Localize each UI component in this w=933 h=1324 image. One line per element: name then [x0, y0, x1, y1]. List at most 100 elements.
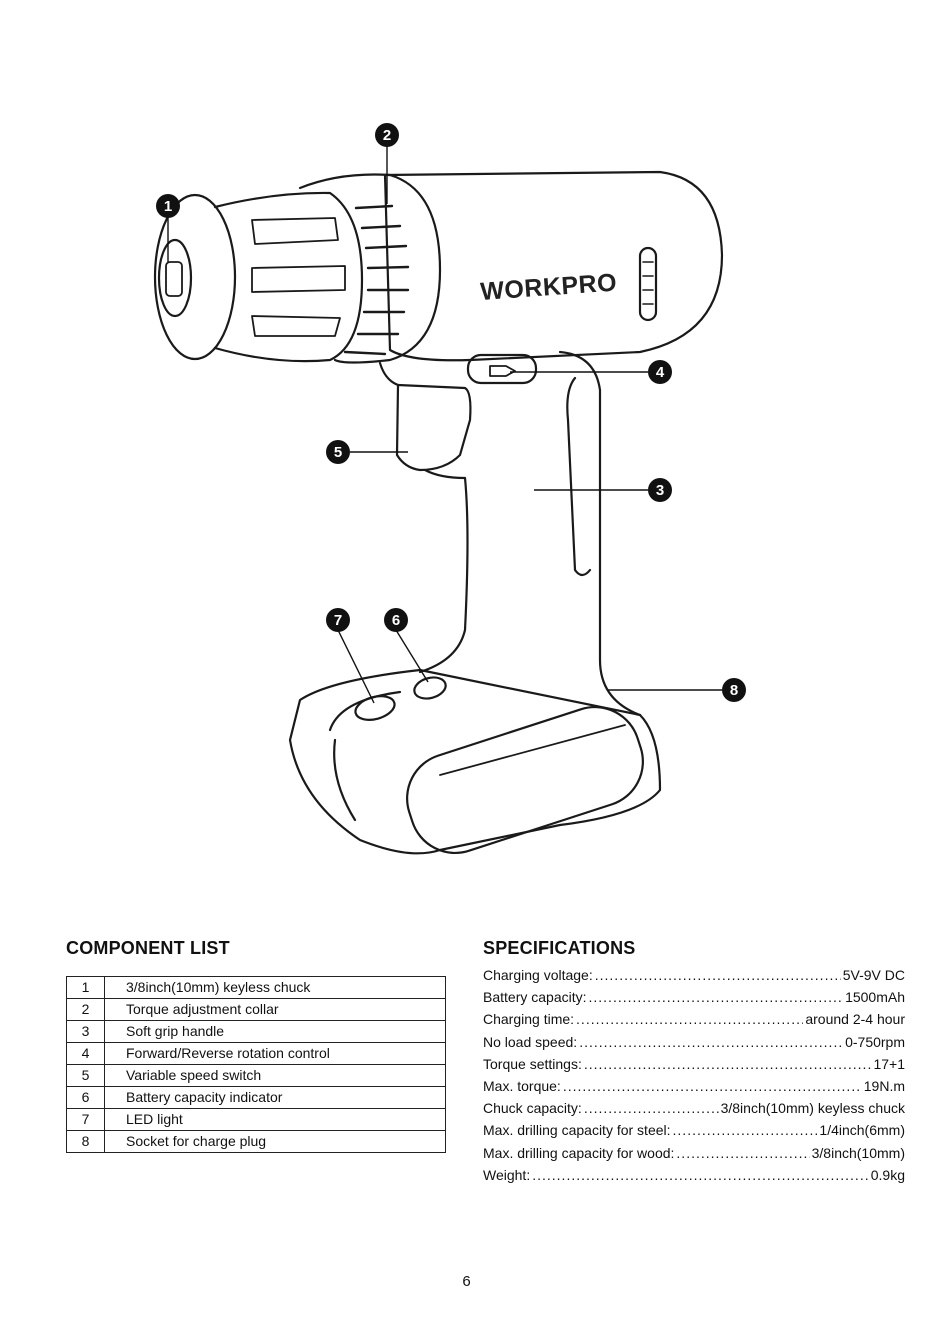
led-light: [354, 695, 396, 721]
component-label: Soft grip handle: [104, 1020, 446, 1043]
spec-item: Charging time: around 2-4 hour: [483, 1008, 905, 1030]
spec-item: Chuck capacity: 3/8inch(10mm) keyless chu…: [483, 1097, 905, 1119]
component-number: 7: [66, 1108, 105, 1131]
motor-housing: [383, 170, 724, 362]
spec-value: 0-750rpm: [845, 1033, 905, 1050]
dot-leader: [676, 1142, 809, 1164]
svg-text:7: 7: [334, 612, 342, 629]
dot-leader: [584, 1053, 872, 1075]
spec-value: 0.9kg: [870, 1166, 905, 1183]
callout-4: 4: [648, 360, 672, 384]
spec-label: Charging time:: [483, 1011, 575, 1028]
spec-label: Max. drilling capacity for steel:: [483, 1122, 671, 1139]
dot-leader: [563, 1075, 862, 1097]
spec-item: Charging voltage: 5V-9V DC: [483, 964, 905, 986]
dot-leader: [584, 1097, 719, 1119]
callout-6: 6: [384, 608, 408, 632]
component-label: Torque adjustment collar: [104, 998, 446, 1021]
specifications-title: SPECIFICATIONS: [483, 938, 636, 958]
callout-7: 7: [326, 608, 350, 632]
component-list-title: COMPONENT LIST: [66, 938, 230, 958]
spec-value: 1500mAh: [845, 989, 905, 1006]
spec-label: Max. torque:: [483, 1077, 561, 1094]
component-number: 5: [66, 1064, 105, 1087]
specifications-list: Charging voltage: 5V-9V DC Battery capacit…: [483, 964, 905, 1186]
spec-value: 17+1: [873, 1055, 905, 1072]
component-label: Battery capacity indicator: [104, 1086, 446, 1109]
spec-value: 1/4inch(6mm): [819, 1122, 905, 1139]
spec-value: 5V-9V DC: [842, 967, 905, 983]
svg-text:1: 1: [164, 198, 172, 215]
svg-text:2: 2: [383, 127, 391, 144]
spec-label: Torque settings:: [483, 1055, 582, 1072]
spec-label: Battery capacity:: [483, 989, 587, 1006]
callout-8: 8: [722, 678, 746, 702]
component-number: 2: [66, 998, 105, 1021]
grip-handle-front: [418, 476, 469, 674]
spec-item: No load speed: 0-750rpm: [483, 1031, 905, 1053]
battery-indicator: [413, 676, 447, 700]
side-vent: [638, 246, 658, 322]
callout-5: 5: [326, 440, 350, 464]
battery-base: [288, 668, 662, 855]
drill-illustration: WORKPRO 1 2 3 4 5 6 7 8: [153, 123, 746, 855]
spec-label: Max. drilling capacity for wood:: [483, 1144, 675, 1161]
brand-logo: WORKPRO: [479, 269, 617, 306]
spec-label: Charging voltage:: [483, 967, 593, 983]
svg-text:5: 5: [334, 444, 342, 461]
spec-item: Max. torque: 19N.m: [483, 1075, 905, 1097]
callout-3: 3: [648, 478, 672, 502]
page-number: 6: [462, 1273, 471, 1290]
spec-item: Torque settings: 17+1: [483, 1053, 905, 1075]
component-number: 6: [66, 1086, 105, 1109]
component-label: Forward/Reverse rotation control: [104, 1042, 446, 1065]
component-label: Variable speed switch: [104, 1064, 446, 1087]
dot-leader: [589, 986, 844, 1008]
direction-switch: [466, 353, 538, 385]
svg-text:3: 3: [656, 482, 664, 499]
component-label: Socket for charge plug: [104, 1130, 446, 1153]
grip-inset: [566, 376, 592, 577]
svg-text:4: 4: [656, 364, 665, 381]
svg-text:6: 6: [392, 612, 400, 629]
spec-value: 3/8inch(10mm) keyless chuck: [720, 1100, 905, 1117]
torque-collar: [298, 173, 442, 364]
spec-value: 19N.m: [863, 1077, 905, 1094]
component-label: 3/8inch(10mm) keyless chuck: [104, 976, 446, 999]
component-number: 3: [66, 1020, 105, 1043]
component-number: 1: [66, 976, 105, 999]
keyless-chuck: [213, 191, 364, 363]
spec-value: 3/8inch(10mm): [811, 1144, 905, 1161]
component-label: LED light: [104, 1108, 446, 1131]
dot-leader: [673, 1119, 818, 1141]
spec-label: No load speed:: [483, 1033, 578, 1050]
charge-socket: [406, 705, 644, 855]
dot-leader: [579, 1031, 843, 1053]
component-number: 4: [66, 1042, 105, 1065]
spec-value: around 2-4 hour: [805, 1011, 905, 1028]
spec-item: Battery capacity: 1500mAh: [483, 986, 905, 1008]
callout-2: 2: [375, 123, 399, 147]
spec-item: Weight: 0.9kg: [483, 1164, 905, 1186]
spec-item: Max. drilling capacity for steel: 1/4inch…: [483, 1119, 905, 1141]
spec-label: Chuck capacity:: [483, 1100, 582, 1117]
grip-handle: [558, 350, 642, 717]
spec-label: Weight:: [483, 1166, 531, 1183]
svg-text:8: 8: [730, 682, 738, 699]
trigger: [395, 383, 472, 472]
dot-leader: [532, 1164, 869, 1186]
spec-item: Max. drilling capacity for wood: 3/8inch(…: [483, 1142, 905, 1164]
component-number: 8: [66, 1130, 105, 1153]
callout-1: 1: [156, 194, 180, 218]
dot-leader: [595, 964, 841, 986]
dot-leader: [576, 1008, 803, 1030]
